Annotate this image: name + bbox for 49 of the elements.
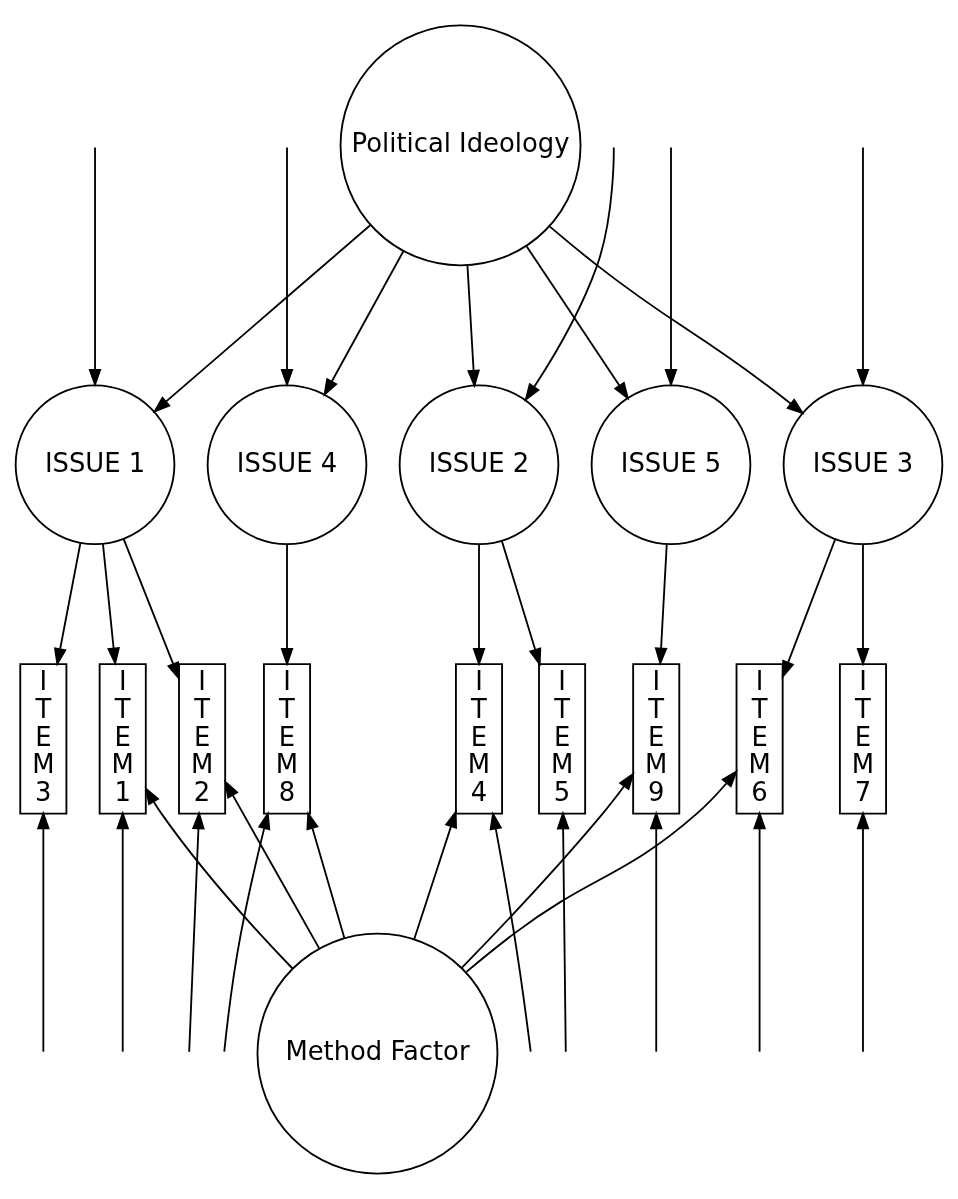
arrow: [323, 250, 405, 397]
arrow: [223, 810, 271, 1053]
node-circle: ISSUE 5: [590, 384, 752, 546]
arrow: [856, 146, 870, 388]
arrow: [654, 543, 668, 667]
arrow: [152, 224, 372, 414]
arrow: [472, 543, 486, 667]
node-box: ITEM 6: [735, 663, 784, 815]
node-circle: Political Ideology: [339, 24, 582, 267]
arrow: [88, 146, 102, 388]
arrow: [466, 264, 480, 389]
node-circle: Method Factor: [256, 932, 499, 1175]
node-box: ITEM 4: [455, 663, 503, 815]
node-circle: ISSUE 3: [782, 384, 944, 546]
arrow: [188, 810, 205, 1053]
arrow: [856, 543, 870, 667]
arrow: [781, 538, 836, 680]
node-box: ITEM 3: [19, 663, 68, 815]
node-box: ITEM 1: [98, 663, 147, 815]
node-box: ITEM 9: [632, 663, 681, 815]
arrow: [53, 542, 82, 667]
arrow: [753, 810, 767, 1053]
node-box: ITEM 7: [838, 663, 887, 815]
arrow: [556, 810, 570, 1053]
arrow: [280, 146, 294, 388]
arrow: [224, 779, 321, 950]
arrow: [856, 810, 870, 1053]
arrow: [489, 811, 532, 1053]
arrow: [306, 810, 346, 939]
node-box: ITEM 2: [178, 663, 227, 815]
arrow: [524, 146, 615, 402]
arrow: [649, 810, 663, 1053]
arrow: [501, 540, 542, 667]
arrow: [116, 810, 130, 1053]
arrow: [102, 543, 120, 667]
node-circle: ISSUE 1: [14, 384, 176, 546]
arrow: [664, 146, 678, 388]
arrow: [461, 771, 635, 969]
arrow: [122, 538, 180, 681]
node-box: ITEM 8: [263, 663, 311, 815]
arrow: [144, 786, 294, 970]
arrow: [413, 809, 457, 941]
node-circle: ISSUE 4: [206, 384, 368, 546]
arrow: [280, 543, 294, 667]
arrow: [36, 810, 50, 1053]
node-box: ITEM 5: [538, 663, 587, 815]
arrow: [525, 245, 630, 401]
arrow: [465, 769, 739, 973]
arrow: [548, 225, 805, 415]
